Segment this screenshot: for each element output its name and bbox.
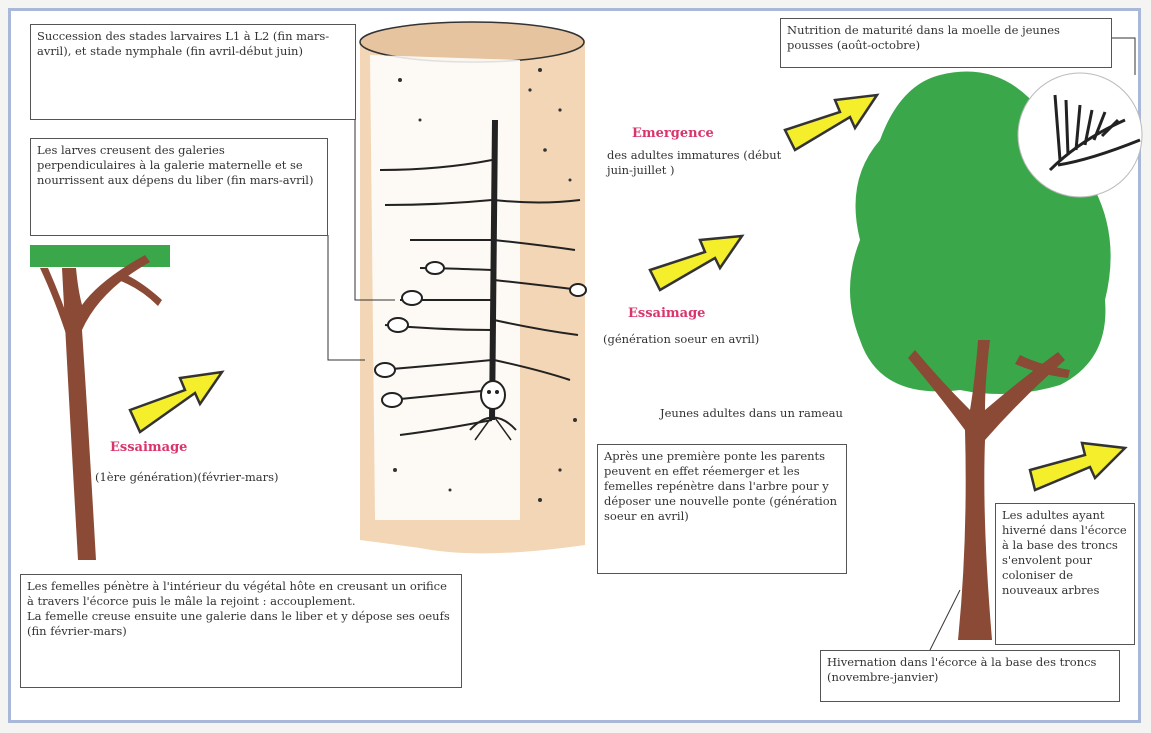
emergence-text: des adultes immatures (début juin-juille… [607,148,787,178]
larval-stages-box: Succession des stades larvaires L1 à L2 … [30,24,356,120]
females-penetrate-text-2: La femelle creuse ensuite une galerie da… [27,609,455,639]
females-penetrate-box: Les femelles pénètre à l'intérieur du vé… [20,574,462,688]
arrow-emergence [785,95,877,150]
emergence-title: Emergence [632,126,714,141]
twig-inset-drawing [1018,73,1142,197]
larvae-galleries-box: Les larves creusent des galeries perpend… [30,138,328,236]
essaimage-right-title: Essaimage [628,306,705,321]
females-penetrate-text-1: Les femelles pénètre à l'intérieur du vé… [27,579,455,609]
arrow-essaimage [650,236,742,290]
hibernation-box: Hivernation dans l'écorce à la base des … [820,650,1120,702]
essaimage-left-title: Essaimage [110,440,187,455]
second-laying-box: Après une première ponte les parents peu… [597,444,847,574]
arrow-left [130,372,222,432]
adults-overwinter-box: Les adultes ayant hiverné dans l'écorce … [995,503,1135,645]
essaimage-left-text: (1ère génération)(février-mars) [95,470,375,485]
essaimage-right-text: (génération soeur en avril) [603,332,843,347]
young-adults-label: Jeunes adultes dans un rameau [660,406,920,421]
bark-section-drawing [360,22,586,553]
arrow-right [1030,443,1125,490]
maturation-box: Nutrition de maturité dans la moelle de … [780,18,1112,68]
